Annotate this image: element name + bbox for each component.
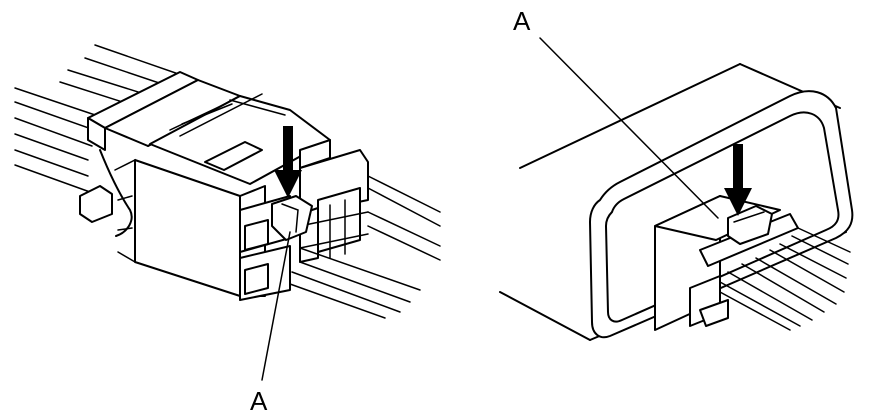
left-push-arrow-icon (274, 126, 302, 198)
left-front-wires (289, 175, 441, 319)
right-lock-tab (727, 205, 773, 245)
left-rear-clip (79, 185, 113, 223)
left-rear-wires (14, 44, 191, 193)
left-callout-leader (261, 231, 291, 381)
left-callout-label: A (250, 386, 268, 416)
left-locking-arm (99, 149, 133, 237)
right-callout-label: A (513, 6, 531, 36)
left-lock-tab (271, 195, 313, 241)
right-callout-leader (539, 37, 719, 219)
right-connector-assembly: A (499, 6, 854, 341)
left-housing-side (134, 159, 241, 297)
right-push-arrow-icon (724, 144, 752, 216)
right-wires (719, 227, 851, 331)
left-connector-assembly: A (14, 44, 441, 416)
